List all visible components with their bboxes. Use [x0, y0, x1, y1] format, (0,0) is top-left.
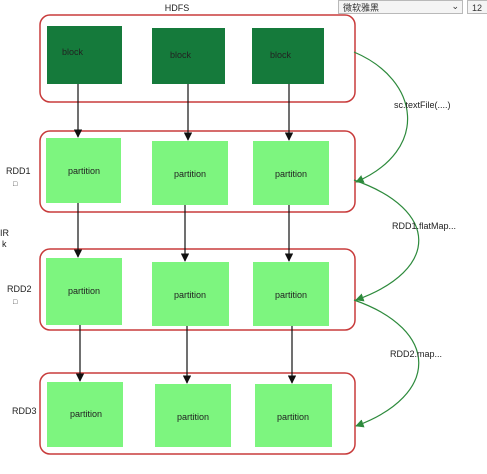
font-name-value: 微软雅黑	[343, 3, 380, 13]
partition-label: partition	[70, 409, 102, 419]
transform-arrow-map	[353, 299, 420, 428]
rdd3-label: RDD3	[12, 406, 37, 416]
hdfs-block-1: block	[47, 26, 122, 84]
hdfs-block-label: block	[170, 50, 192, 60]
transform-arrow-textfile	[353, 51, 409, 183]
clipped-text-line-2: k	[2, 239, 7, 249]
rdd2-partition-1: partition	[46, 258, 122, 325]
hdfs-block-3: block	[252, 28, 324, 84]
partition-label: partition	[174, 169, 206, 179]
rdd1-group-frame	[39, 130, 356, 213]
partition-label: partition	[174, 290, 206, 300]
rdd1-marker: □	[13, 181, 18, 188]
transform-label-flatmap: RDD1.flatMap...	[392, 221, 456, 231]
rdd1-label: RDD1	[6, 166, 31, 176]
rdd1-partition-2: partition	[152, 141, 228, 205]
hdfs-block-2: block	[152, 28, 225, 84]
rdd3-group-frame	[39, 372, 356, 455]
rdd3-partition-2: partition	[155, 384, 231, 447]
rdd3-partition-1: partition	[47, 382, 123, 447]
transform-arrow-flatmap	[353, 179, 420, 302]
clipped-text-line-1: IR	[0, 228, 10, 238]
partition-label: partition	[177, 412, 209, 422]
rdd2-label: RDD2	[7, 284, 32, 294]
partition-label: partition	[275, 169, 307, 179]
rdd2-partition-2: partition	[152, 262, 229, 326]
transform-label-map: RDD2.map...	[390, 349, 442, 359]
transform-label-textfile: sc.textFile(....)	[394, 100, 451, 110]
rdd1-partition-3: partition	[253, 141, 329, 205]
partition-label: partition	[277, 412, 309, 422]
hdfs-group-frame	[39, 14, 356, 103]
partition-label: partition	[68, 166, 100, 176]
rdd2-marker: □	[13, 299, 18, 306]
font-size-value: 12	[472, 3, 483, 13]
hdfs-block-label: block	[62, 47, 84, 57]
rdd2-partition-3: partition	[253, 262, 329, 326]
rdd2-group-frame	[39, 248, 356, 331]
rdd3-partition-3: partition	[255, 384, 332, 447]
font-name-select[interactable]: 微软雅黑 ⌄	[338, 0, 463, 14]
font-size-select[interactable]: 12	[467, 0, 487, 14]
rdd1-partition-1: partition	[46, 138, 121, 203]
chevron-down-icon: ⌄	[451, 1, 459, 11]
partition-label: partition	[68, 286, 100, 296]
hdfs-block-label: block	[270, 50, 292, 60]
hdfs-title: HDFS	[165, 3, 190, 13]
partition-label: partition	[275, 290, 307, 300]
